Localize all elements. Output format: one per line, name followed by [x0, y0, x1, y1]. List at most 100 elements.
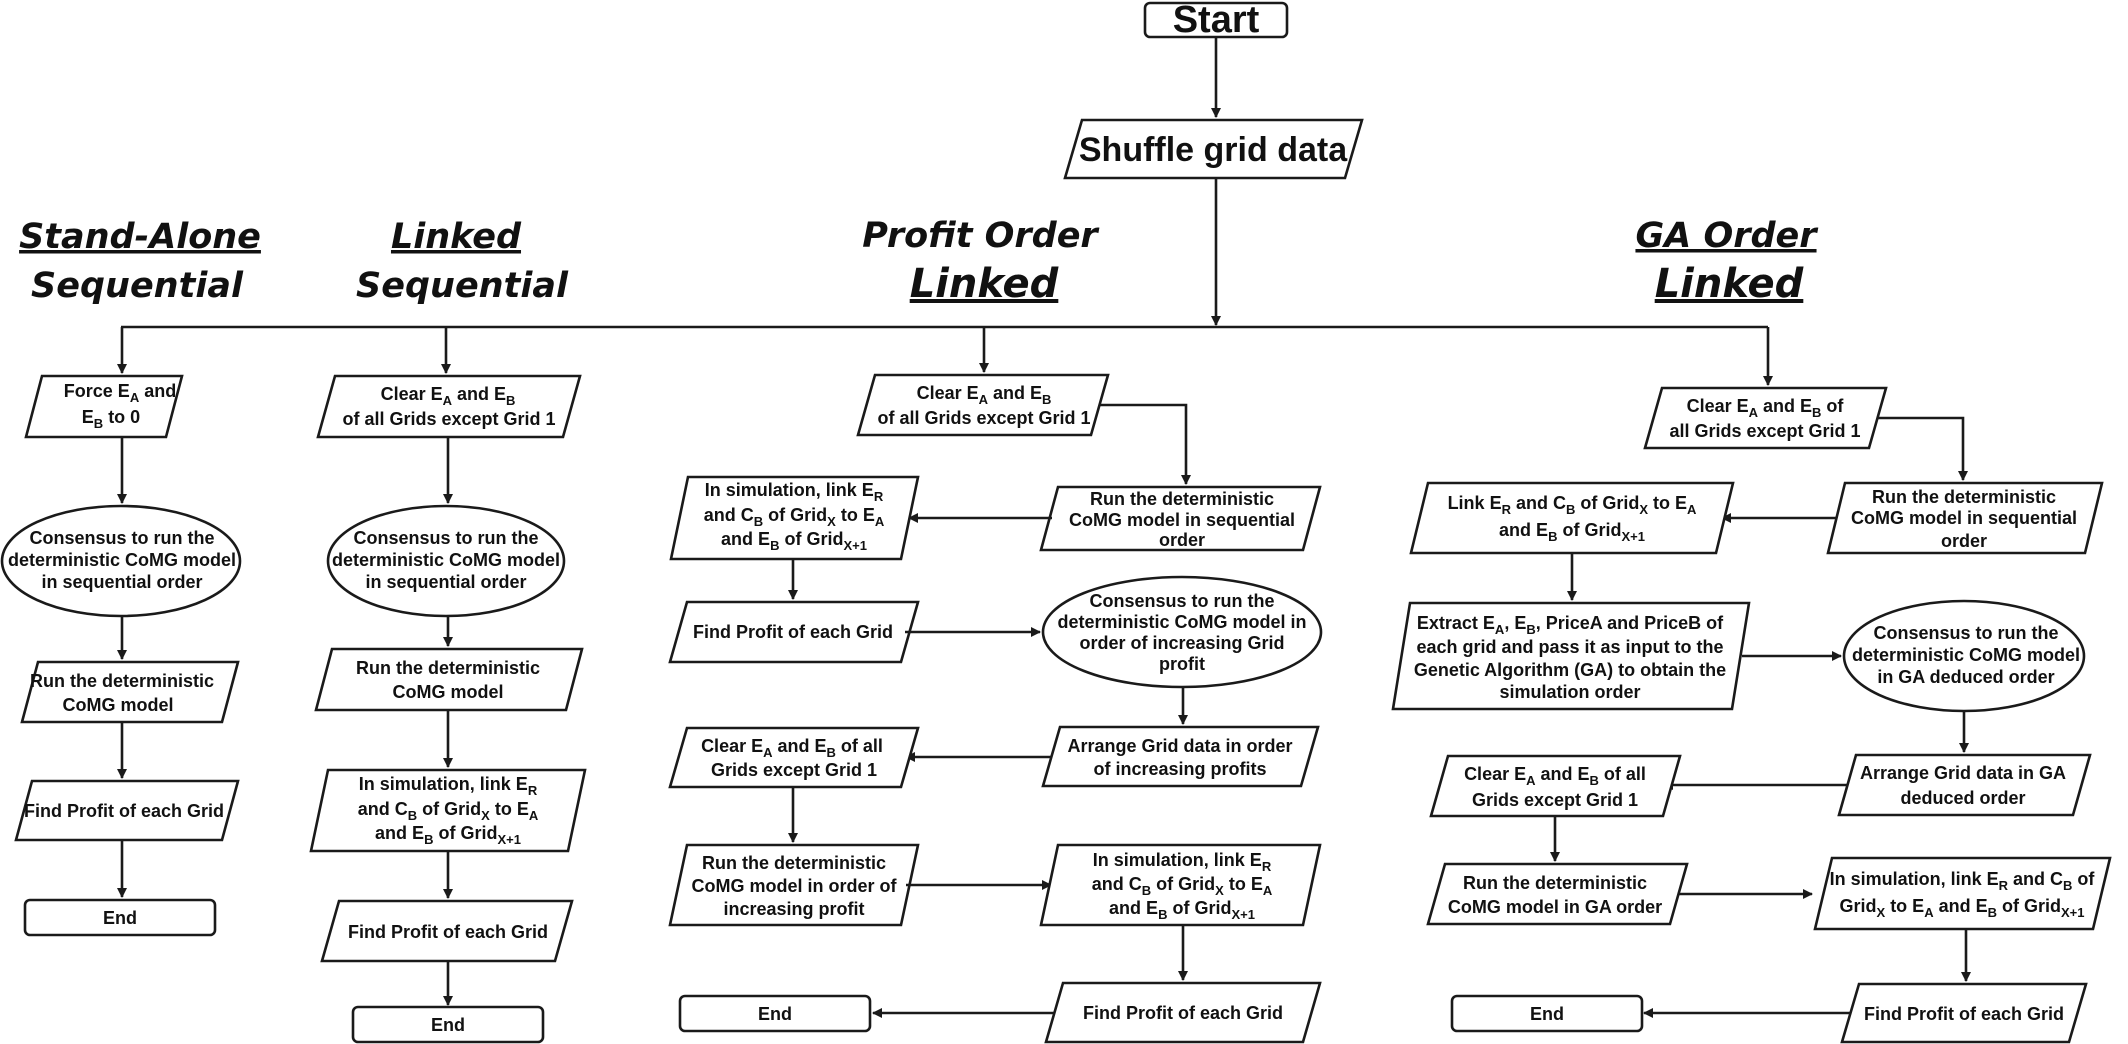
ga-run-ga-box	[1426, 862, 1689, 926]
ls-clear-box	[316, 374, 582, 439]
heading-standalone-line1: Stand-Alone	[19, 217, 261, 257]
ga-clear-line1: Clear EA and EB of	[1687, 396, 1845, 420]
ls-clear-line1: Clear EA and EB	[381, 384, 516, 408]
po-clear2-line1: Clear EA and EB of all	[701, 736, 883, 760]
ga-run-ga-line2: CoMG model in GA order	[1448, 897, 1662, 917]
ga-find-label: Find Profit of each Grid	[1864, 1004, 2064, 1024]
po-link2-line2: and CB of GridX to EA	[1092, 874, 1273, 898]
sa-force-line1: Force EA and	[64, 381, 176, 405]
po-clear2-line2: Grids except Grid 1	[711, 760, 877, 780]
ga-clear2-line1: Clear EA and EB of all	[1464, 764, 1646, 788]
ga-extract-line2: each grid and pass it as input to the	[1416, 637, 1723, 657]
sa-find-label: Find Profit of each Grid	[24, 801, 224, 821]
shuffle-label: Shuffle grid data	[1079, 131, 1348, 169]
ga-arrange-line1: Arrange Grid data in GA	[1860, 763, 2066, 783]
po-find1-label: Find Profit of each Grid	[693, 622, 893, 642]
po-end-terminal	[678, 994, 872, 1033]
po-clear-line1: Clear EA and EB	[917, 383, 1052, 407]
ls-link-line3: and EB of GridX+1	[375, 823, 521, 847]
po-link2-line1: In simulation, link ER	[1093, 850, 1272, 874]
ga-arrange-box	[1837, 753, 2092, 817]
po-arrange-line1: Arrange Grid data in order	[1067, 736, 1292, 756]
shuffle-grid-data-box	[1063, 118, 1364, 180]
arrow-ga-clear-runseq	[1878, 416, 1968, 481]
ls-find-label: Find Profit of each Grid	[348, 922, 548, 942]
po-consensus-line2: deterministic CoMG model in	[1057, 612, 1306, 632]
po-run-seq-box	[1039, 485, 1322, 552]
po-find2-box	[1044, 981, 1322, 1044]
po-consensus-line3: order of increasing Grid	[1079, 633, 1284, 653]
heading-ga-line1: GA Order	[1635, 216, 1819, 256]
ls-consensus-line3: in sequential order	[365, 572, 526, 592]
heading-linked-line2: Sequential	[356, 266, 569, 306]
heading-profit-line1: Profit Order	[862, 216, 1100, 256]
heading-ga-line2: Linked	[1655, 261, 1804, 307]
po-clear-box	[856, 373, 1110, 437]
sa-force-box	[24, 374, 184, 439]
ga-link2-line1: In simulation, link ER and CB of	[1830, 869, 2096, 893]
ga-consensus-line2: deterministic CoMG model	[1852, 645, 2080, 665]
sa-consensus-line3: in sequential order	[41, 572, 202, 592]
sa-end-label: End	[103, 908, 137, 928]
po-run-inc-line1: Run the deterministic	[702, 853, 886, 873]
ga-clear2-box	[1429, 754, 1682, 818]
ga-link2-line2: GridX to EA and EB of GridX+1	[1840, 896, 2085, 920]
ga-link1-line2: and EB of GridX+1	[1499, 520, 1645, 544]
heading-standalone-line2: Sequential	[31, 266, 244, 306]
po-arrange-box	[1041, 725, 1320, 788]
sa-force-line2: EB to 0	[82, 407, 140, 431]
po-run-seq-line1: Run the deterministic	[1090, 489, 1274, 509]
ga-clear-line2: all Grids except Grid 1	[1669, 421, 1860, 441]
po-find2-label: Find Profit of each Grid	[1083, 1003, 1283, 1023]
po-run-seq-line2: CoMG model in sequential	[1069, 510, 1295, 530]
heading-linked-line1: Linked	[391, 217, 522, 257]
sa-find-box	[14, 779, 240, 842]
po-consensus-line4: profit	[1159, 654, 1205, 674]
ga-link2-box	[1813, 856, 2112, 931]
ga-run-seq-line3: order	[1941, 531, 1987, 551]
ls-clear-line2: of all Grids except Grid 1	[342, 409, 555, 429]
po-arrange-line2: of increasing profits	[1093, 759, 1266, 779]
ls-link-box	[309, 768, 587, 853]
ls-run-line2: CoMG model	[393, 682, 504, 702]
po-link1-line3: and EB of GridX+1	[721, 529, 867, 553]
ga-clear-box	[1643, 386, 1888, 450]
ls-end-terminal	[351, 1005, 545, 1044]
po-link1-box	[669, 475, 920, 561]
ls-end-label: End	[431, 1015, 465, 1035]
po-consensus-line1: Consensus to run the	[1089, 591, 1274, 611]
ls-find-box	[320, 899, 574, 963]
ls-consensus-line1: Consensus to run the	[353, 528, 538, 548]
ga-extract-line4: simulation order	[1499, 682, 1640, 702]
po-link1-line2: and CB of GridX to EA	[704, 505, 885, 529]
po-clear2-box	[668, 726, 920, 789]
po-end-label: End	[758, 1004, 792, 1024]
sa-run-box	[20, 660, 240, 724]
ga-extract-line1: Extract EA, EB, PriceA and PriceB of	[1417, 613, 1724, 637]
po-link2-line3: and EB of GridX+1	[1109, 898, 1255, 922]
ga-extract-box	[1391, 601, 1751, 711]
sa-run-line1: Run the deterministic	[30, 671, 214, 691]
start-label: Start	[1173, 0, 1260, 41]
ga-run-ga-line1: Run the deterministic	[1463, 873, 1647, 893]
po-run-inc-line3: increasing profit	[723, 899, 864, 919]
po-clear-line2: of all Grids except Grid 1	[877, 408, 1090, 428]
ls-link-line2: and CB of GridX to EA	[358, 799, 539, 823]
sa-consensus-line1: Consensus to run the	[29, 528, 214, 548]
ls-run-box	[314, 647, 584, 712]
heading-profit-line2: Linked	[910, 261, 1059, 307]
ga-run-seq-line2: CoMG model in sequential	[1851, 508, 2077, 528]
ga-consensus-line1: Consensus to run the	[1873, 623, 2058, 643]
arrow-po-clear-runseq	[1100, 403, 1191, 485]
ga-link1-line1: Link ER and CB of GridX to EA	[1448, 493, 1697, 517]
ga-extract-line3: Genetic Algorithm (GA) to obtain the	[1414, 660, 1726, 680]
po-run-seq-line3: order	[1159, 530, 1205, 550]
ga-clear2-line2: Grids except Grid 1	[1472, 790, 1638, 810]
ga-arrange-line2: deduced order	[1900, 788, 2025, 808]
po-run-inc-line2: CoMG model in order of	[692, 876, 898, 896]
po-link1-line1: In simulation, link ER	[705, 480, 884, 504]
ga-run-seq-line1: Run the deterministic	[1872, 487, 2056, 507]
ga-end-label: End	[1530, 1004, 1564, 1024]
po-run-inc-box	[668, 843, 920, 927]
